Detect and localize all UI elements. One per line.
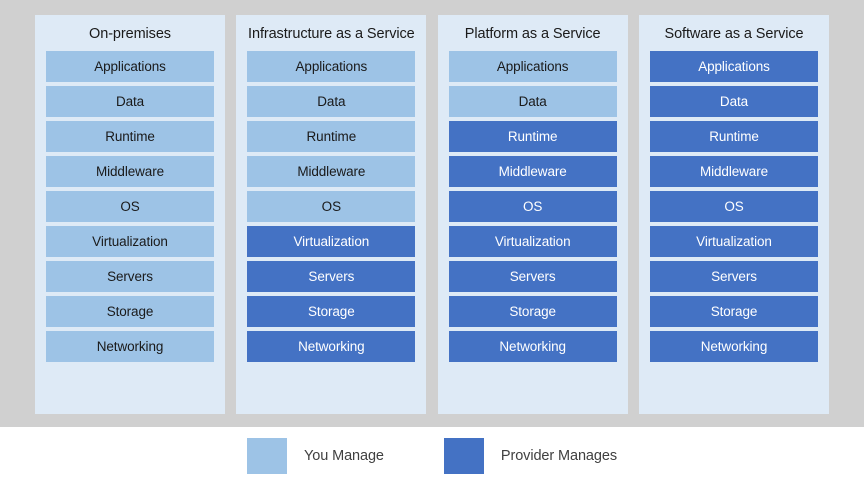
stack-layer: Runtime [649, 120, 818, 152]
stack-layer: Networking [649, 330, 818, 362]
legend-swatch [247, 437, 287, 474]
stack-layer: Middleware [448, 155, 617, 187]
stack-layer: Applications [649, 50, 818, 82]
stack-layer: Storage [46, 295, 214, 327]
stack-layer: OS [649, 190, 818, 222]
stack-layer: Servers [247, 260, 416, 292]
legend-label: Provider Manages [500, 447, 617, 464]
stack-layer: Networking [448, 330, 617, 362]
column-title: On-premises [89, 26, 171, 42]
stack-layer: OS [448, 190, 617, 222]
legend-label: You Manage [304, 447, 384, 464]
stack-layer: Servers [448, 260, 617, 292]
stack-layer: OS [247, 190, 416, 222]
stack-layer: Storage [448, 295, 617, 327]
stack-layer: Runtime [46, 120, 214, 152]
stack-layer: Data [46, 85, 214, 117]
column-title: Platform as a Service [464, 26, 601, 42]
stack-layer: Middleware [649, 155, 818, 187]
stack-layer: Applications [448, 50, 617, 82]
legend-item: Provider Manages [443, 437, 617, 474]
stack-layer: Applications [247, 50, 416, 82]
stack-layer: Data [247, 85, 416, 117]
stack-layer: Storage [649, 295, 818, 327]
stack-layer: Middleware [46, 155, 214, 187]
legend-item: You Manage [247, 437, 384, 474]
stack-layer: Applications [46, 50, 214, 82]
legend-swatch [443, 437, 484, 474]
stack-layer: Runtime [247, 120, 416, 152]
stack-layer: Data [649, 85, 818, 117]
stack-layer: Middleware [247, 155, 416, 187]
stack-layer: Networking [46, 330, 214, 362]
stack-layer: Servers [649, 260, 818, 292]
legend: You Manage Provider Manages [0, 427, 864, 484]
stack-layer: Storage [247, 295, 416, 327]
stack-layer: Runtime [448, 120, 617, 152]
stack-layer: Virtualization [448, 225, 617, 257]
stack-layer: OS [46, 190, 214, 222]
column-title: Software as a Service [664, 26, 804, 42]
stack-layer: Data [448, 85, 617, 117]
stack-layer: Servers [46, 260, 214, 292]
stack-layer: Virtualization [247, 225, 416, 257]
column-title: Infrastructure as a Service [248, 26, 415, 42]
stack-layer: Virtualization [649, 225, 818, 257]
stack-layer: Virtualization [46, 225, 214, 257]
stack-layer: Networking [247, 330, 416, 362]
